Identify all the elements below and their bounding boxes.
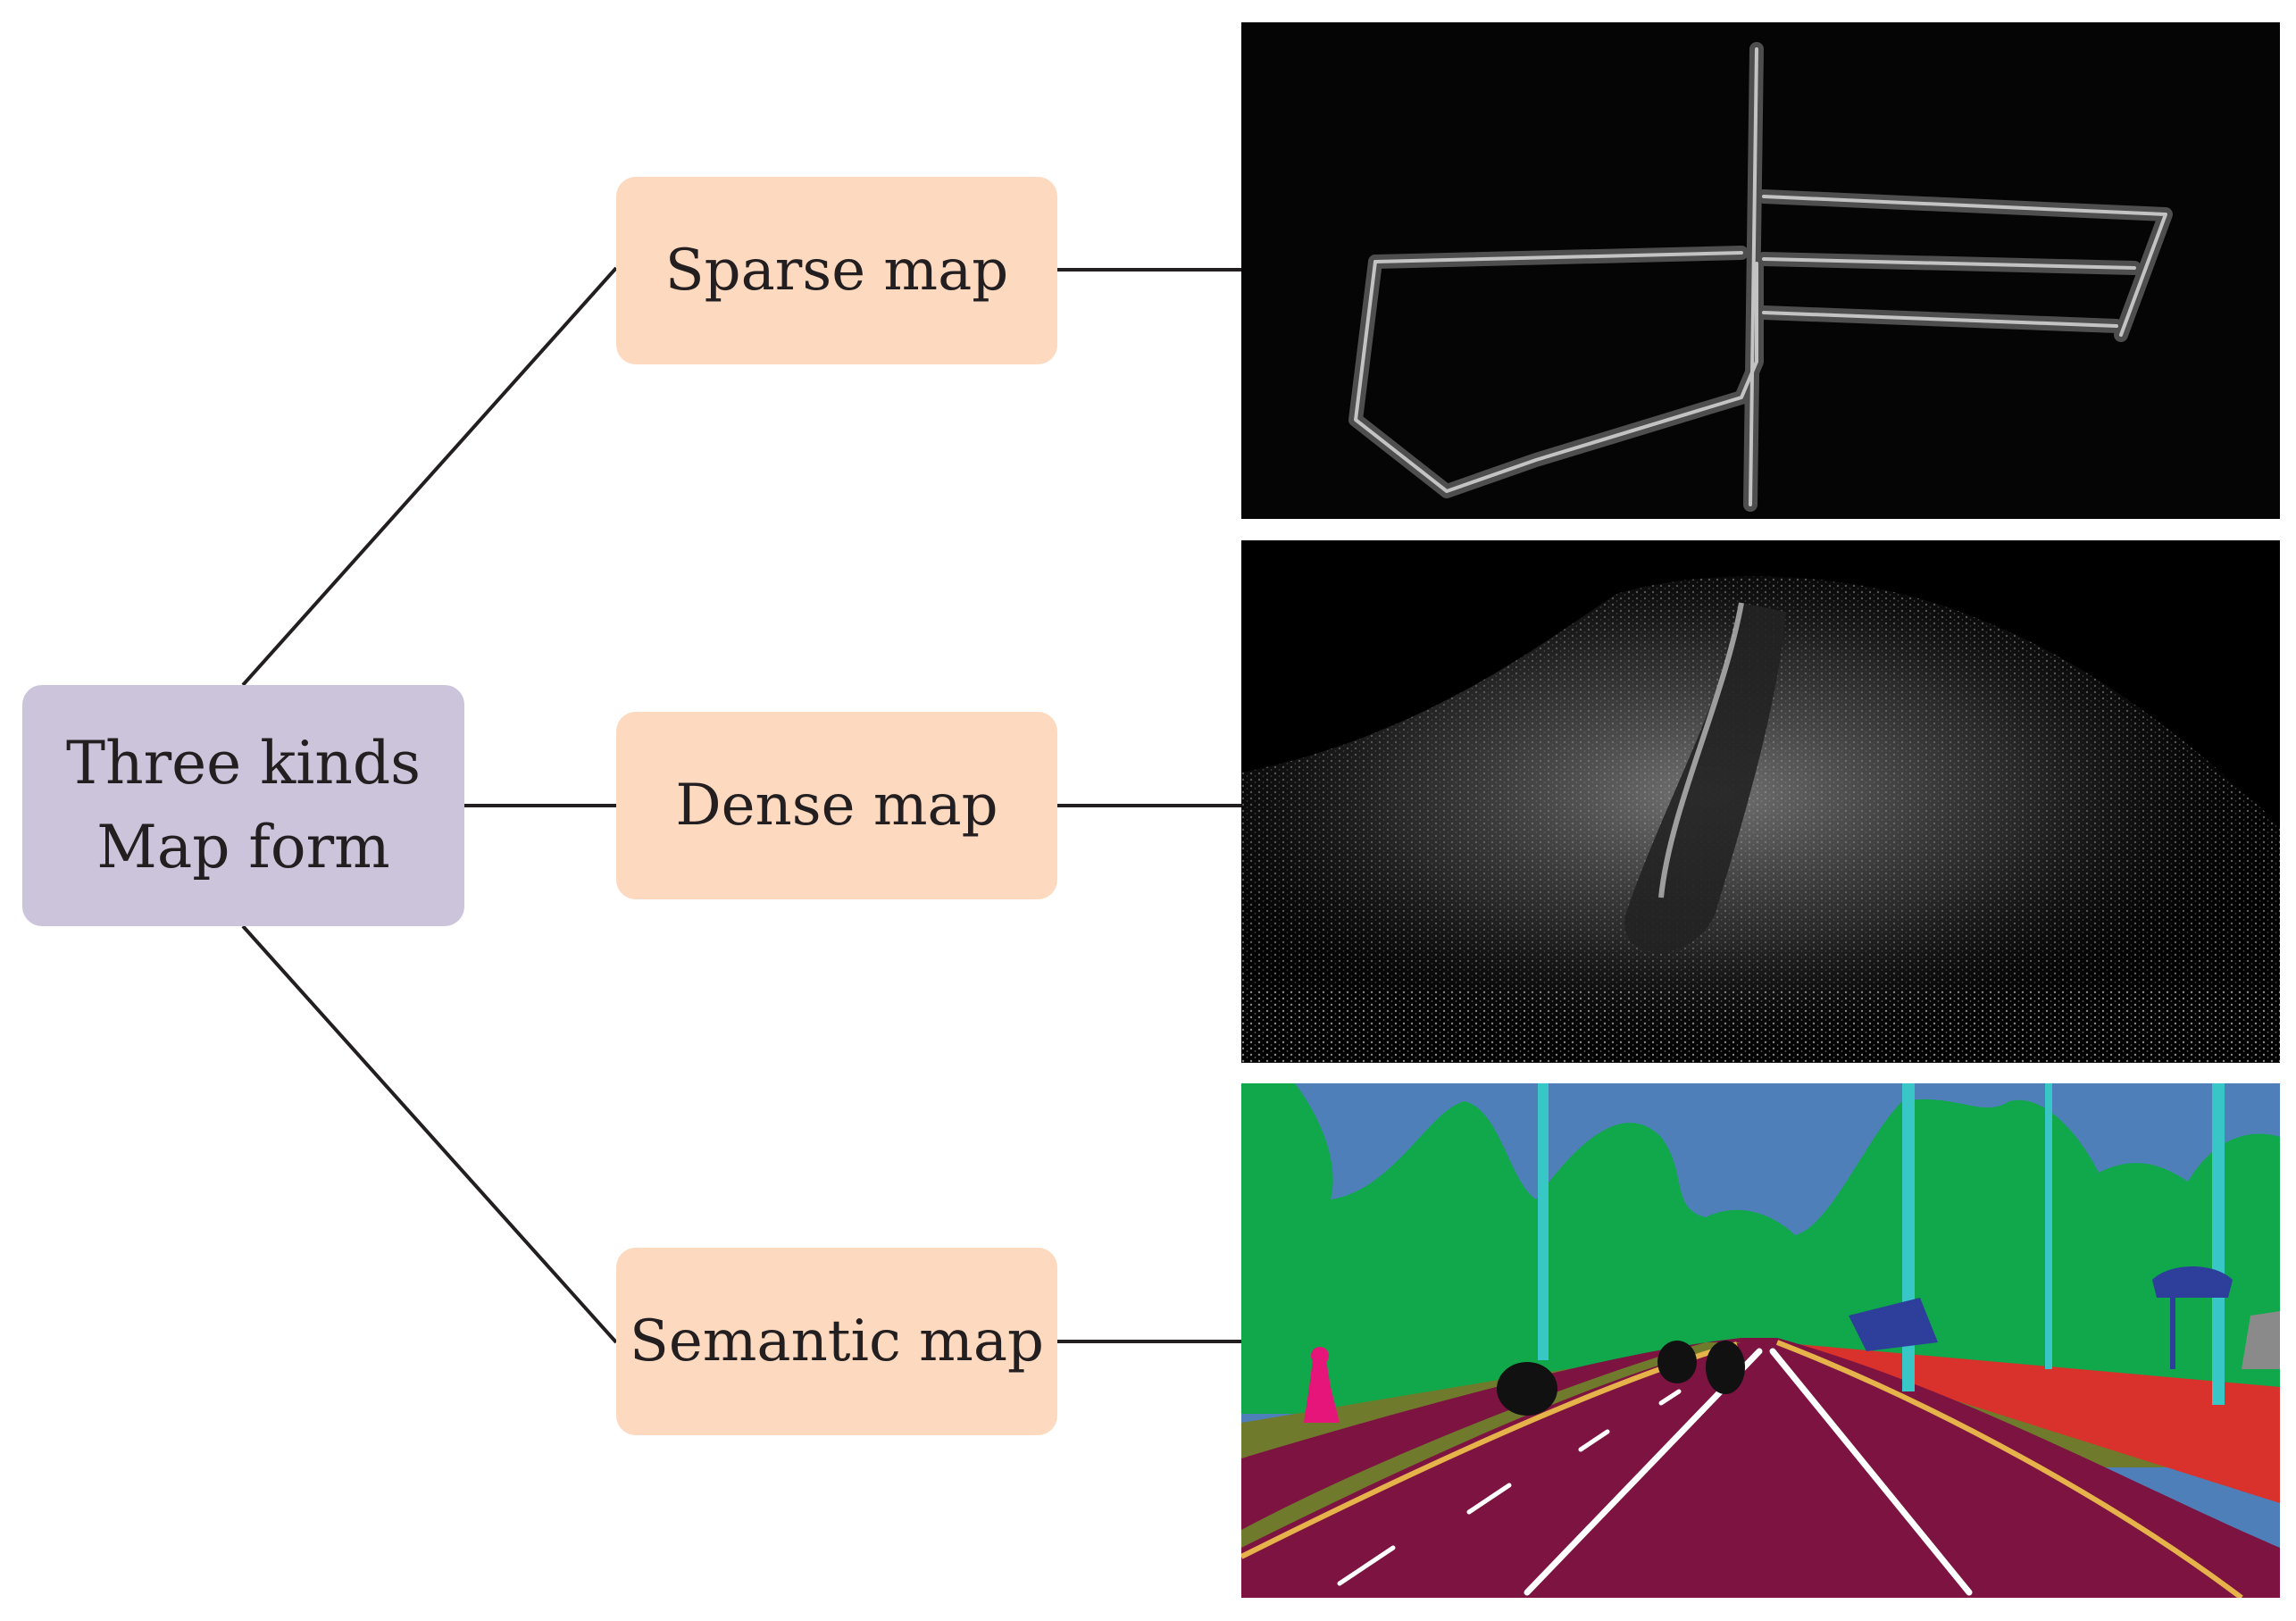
dense-map-image (1241, 540, 2280, 1063)
semantic-map-label: Semantic map (630, 1308, 1044, 1375)
root-label-line2: Map form (96, 813, 390, 882)
semantic-map-image (1241, 1083, 2280, 1598)
sparse-map-label: Sparse map (664, 238, 1009, 304)
root-label-line1: Three kinds (66, 729, 421, 798)
root-node: Three kinds Map form (22, 685, 464, 926)
sparse-map-image (1241, 22, 2280, 519)
dense-map-node: Dense map (616, 712, 1057, 899)
connector-root-to-sparse (241, 266, 618, 687)
dense-map-label: Dense map (675, 773, 998, 839)
connector-root-to-semantic (241, 924, 618, 1344)
sparse-map-node: Sparse map (616, 177, 1057, 364)
semantic-map-node: Semantic map (616, 1248, 1057, 1435)
